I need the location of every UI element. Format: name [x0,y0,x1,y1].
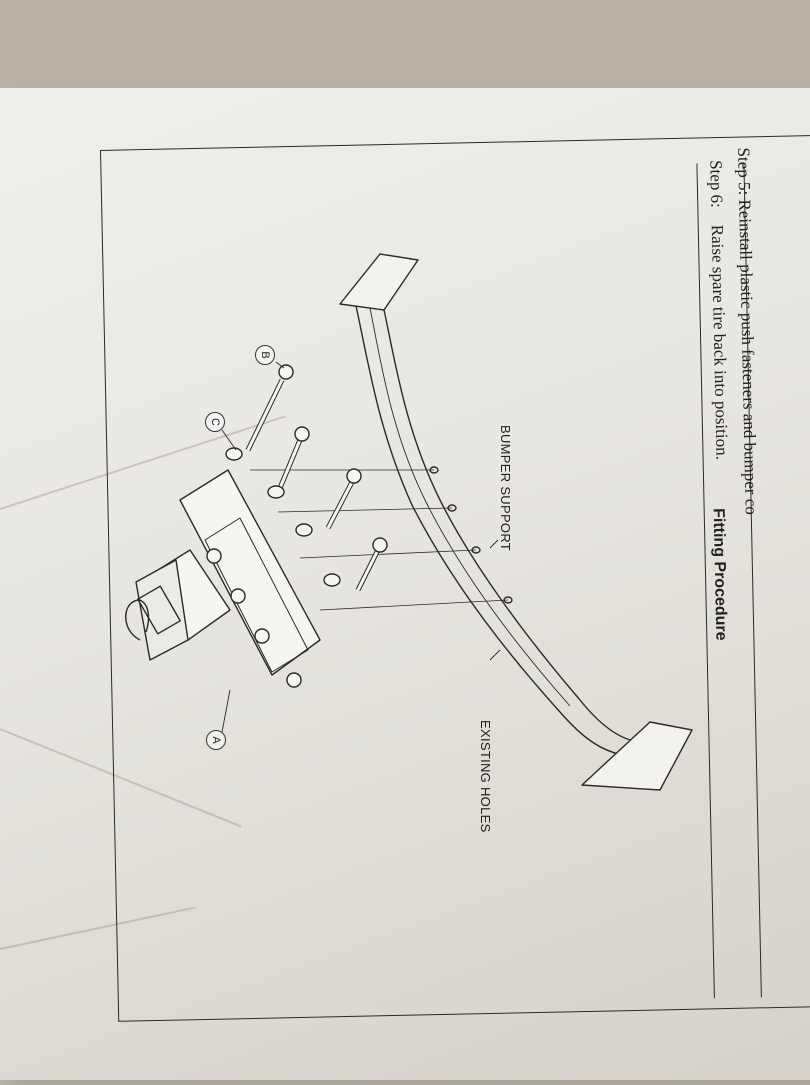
mount-plate-top [339,253,419,311]
receiver-opening [135,559,189,661]
bolt-set [245,364,388,592]
bolt-head [372,537,388,553]
nut [286,672,302,688]
instruction-sheet [0,88,810,1080]
safety-chain-loop [125,599,150,641]
bumper-support-leader [489,539,499,549]
washer [225,447,243,461]
washer [267,485,285,499]
bolt-head [346,468,362,484]
nut [230,588,246,604]
bumper-rail-mid [369,307,571,707]
callout-c-leader [221,429,237,451]
mount-plate-bottom [581,721,693,791]
washer [323,573,341,587]
existing-holes-label: EXISTING HOLES [478,720,493,833]
nut [254,628,270,644]
assembly-guide-line [277,507,453,513]
bumper-support-label: BUMPER SUPPORT [498,425,513,552]
callout-b-leader [275,361,285,369]
bolt-head [294,426,310,442]
existing-holes-leader [489,649,501,661]
callout-c: C [205,412,225,432]
assembly-guide-line [319,599,509,611]
callout-a: A [206,730,226,750]
callout-a-leader [221,689,231,733]
bumper-rail-inner [355,305,629,757]
bolt-head [278,364,294,380]
receiver-square [137,585,181,635]
nut [206,548,222,564]
hitch-crossbar [179,469,321,676]
hitch-crossbar-face [204,517,309,673]
bumper-rail-outer [383,309,641,743]
assembly-guide-line [299,549,477,559]
callout-b: B [255,345,275,365]
washer [295,523,313,537]
